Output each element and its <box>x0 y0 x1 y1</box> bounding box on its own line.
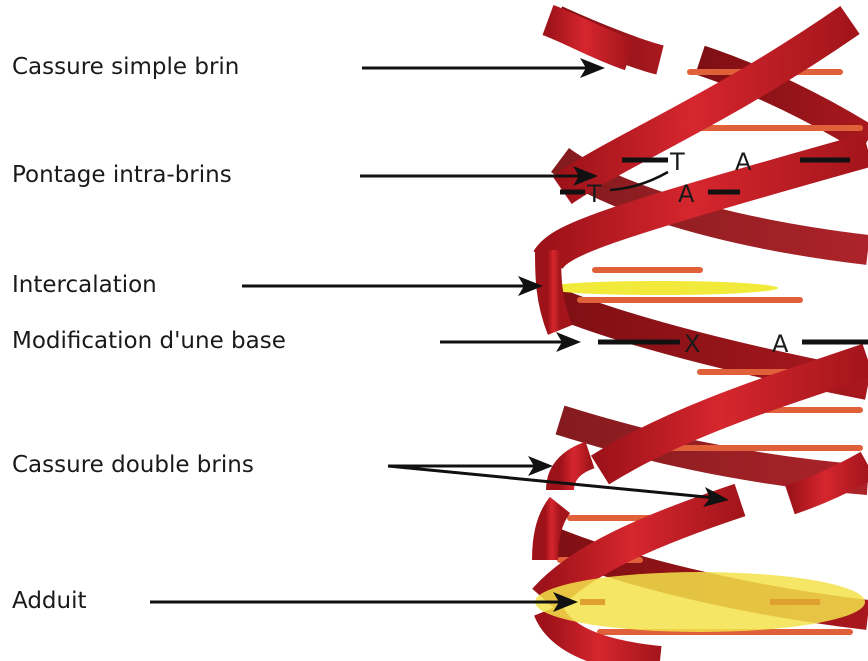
crosslink-base-a-top: A <box>735 148 752 176</box>
crosslink-base-t-bottom: T <box>586 180 602 208</box>
modified-base-partner-a: A <box>772 330 789 358</box>
label-intercalation: Intercalation <box>12 274 157 297</box>
label-base-modification: Modification d'une base <box>12 330 286 353</box>
crosslink-base-t-top: T <box>669 148 685 176</box>
modified-base-x: X <box>684 330 700 358</box>
label-single-strand-break: Cassure simple brin <box>12 56 239 79</box>
label-double-strand-break: Cassure double brins <box>12 454 254 477</box>
label-intra-strand-crosslink: Pontage intra-brins <box>12 164 232 187</box>
label-adduct: Adduit <box>12 590 87 613</box>
crosslink-base-a-bottom: A <box>678 180 695 208</box>
